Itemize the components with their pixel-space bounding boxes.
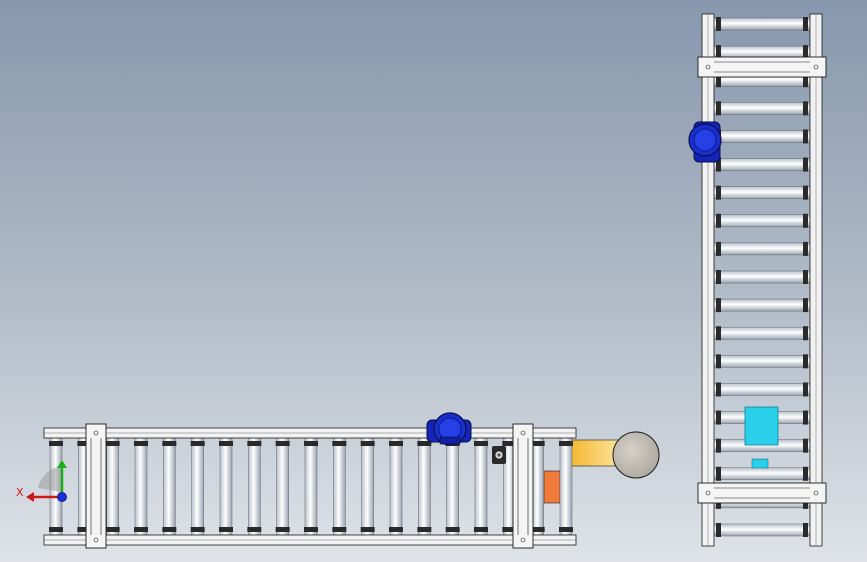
roller [360,437,375,536]
roller [713,157,811,172]
roller [134,437,148,536]
x-axis-label: X [16,486,24,499]
drive-motor[interactable] [426,412,472,446]
vertical-conveyor[interactable] [688,13,827,547]
roller [713,129,811,144]
roller [713,298,811,313]
roller [389,437,403,536]
photo-sensor [492,446,506,464]
horizontal-conveyor[interactable] [43,412,660,549]
roller [445,437,460,536]
roller [713,382,811,397]
roller [713,354,811,369]
end-disc [612,431,660,479]
axis-triad [26,460,67,502]
top-crossbar [697,56,827,78]
roller [275,437,290,536]
drive-motor-vertical[interactable] [688,121,722,163]
drive-block [543,470,561,504]
roller [190,437,205,536]
roller [162,437,177,536]
roller [713,326,811,341]
package-box[interactable] [744,406,779,469]
roller [219,437,233,536]
roller [713,523,811,537]
roller [304,437,318,536]
roller [559,437,573,536]
roller [474,437,488,536]
left-upright [85,423,107,549]
roller [713,270,811,284]
roller [713,17,811,31]
roller [713,213,811,228]
roller [105,437,120,536]
z-axis-dot [57,492,67,502]
roller [713,241,811,256]
roller [417,437,432,536]
roller [713,185,811,200]
roller [713,466,811,481]
bottom-crossbar [697,482,827,504]
roller [247,437,262,536]
right-upright [512,423,534,549]
roller [332,437,347,536]
horizontal-roller-set [49,437,573,536]
roller [713,101,811,116]
